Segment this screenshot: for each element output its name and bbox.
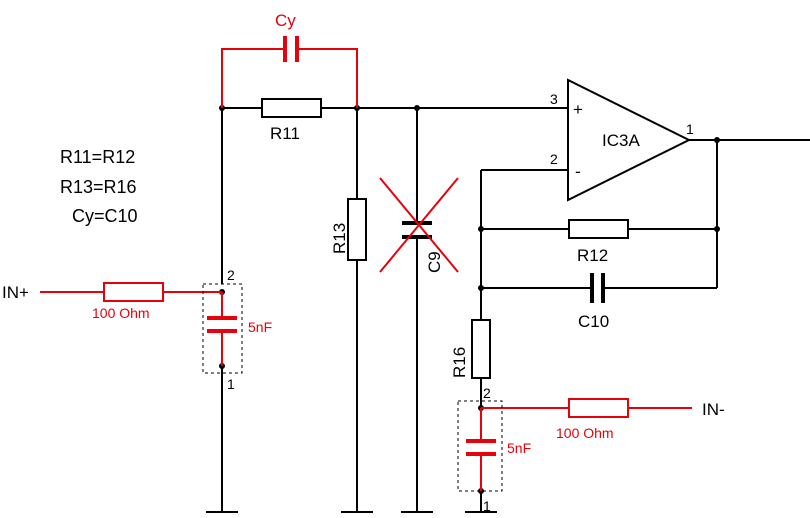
capacitor-cy: [221, 36, 358, 108]
capacitor-c10: [590, 273, 605, 303]
resistor-r13: [347, 198, 367, 261]
in-plus-label: IN+: [2, 283, 29, 302]
in-plus-network: [40, 282, 237, 366]
r13-label: R13: [330, 223, 349, 254]
in-minus-label: IN-: [702, 400, 725, 419]
junction-dot: [478, 285, 484, 291]
junction-dot: [714, 137, 720, 143]
junction-dot: [714, 226, 720, 232]
cap-in-plus-package: [202, 283, 243, 374]
pin-label-out: 1: [686, 121, 694, 137]
cap-in-minus-value: 5nF: [507, 440, 531, 456]
junction-dot: [414, 105, 420, 111]
junctions: [219, 105, 720, 494]
minus-sign: -: [575, 162, 581, 181]
plus-sign: +: [573, 100, 583, 119]
r11-label: R11: [270, 124, 300, 143]
pin-label-minus: 2: [550, 151, 558, 167]
equation-r11-r12: R11=R12: [60, 147, 135, 167]
resistor-r12: [568, 219, 629, 239]
r16-label: R16: [450, 347, 469, 378]
resistor-in-minus: [568, 398, 629, 418]
pin-label-plus: 3: [550, 91, 558, 107]
cap-in-plus-value: 5nF: [248, 319, 272, 335]
resistor-r16: [471, 319, 491, 379]
resistor-in-plus: [103, 282, 164, 302]
c9-label: C9: [425, 251, 444, 273]
cap-in-minus-package: [457, 400, 503, 492]
cross-out-mark: [379, 177, 459, 273]
resistor-in-plus-value: 100 Ohm: [92, 305, 150, 321]
cap-in-plus-pin-bottom: 1: [227, 376, 235, 392]
opamp-label: IC3A: [602, 131, 640, 150]
cap-in-minus-pin-bottom: 1: [483, 498, 491, 514]
in-minus-network: [466, 398, 692, 491]
resistor-in-minus-value: 100 Ohm: [556, 425, 614, 441]
cy-label: Cy: [275, 11, 296, 30]
junction-dot: [478, 226, 484, 232]
r12-label: R12: [577, 246, 608, 265]
opamp-ic3a: IC3A + - 3 2 1: [550, 78, 694, 202]
resistor-r11: [261, 98, 322, 118]
cap-in-plus-pin-top: 2: [227, 267, 235, 283]
cap-in-minus-pin-top: 2: [483, 385, 491, 401]
opamp-triangle: [567, 78, 692, 202]
equation-cy-c10: Cy=C10: [72, 206, 138, 226]
equation-r13-r16: R13=R16: [60, 177, 137, 197]
c10-label: C10: [578, 312, 609, 331]
